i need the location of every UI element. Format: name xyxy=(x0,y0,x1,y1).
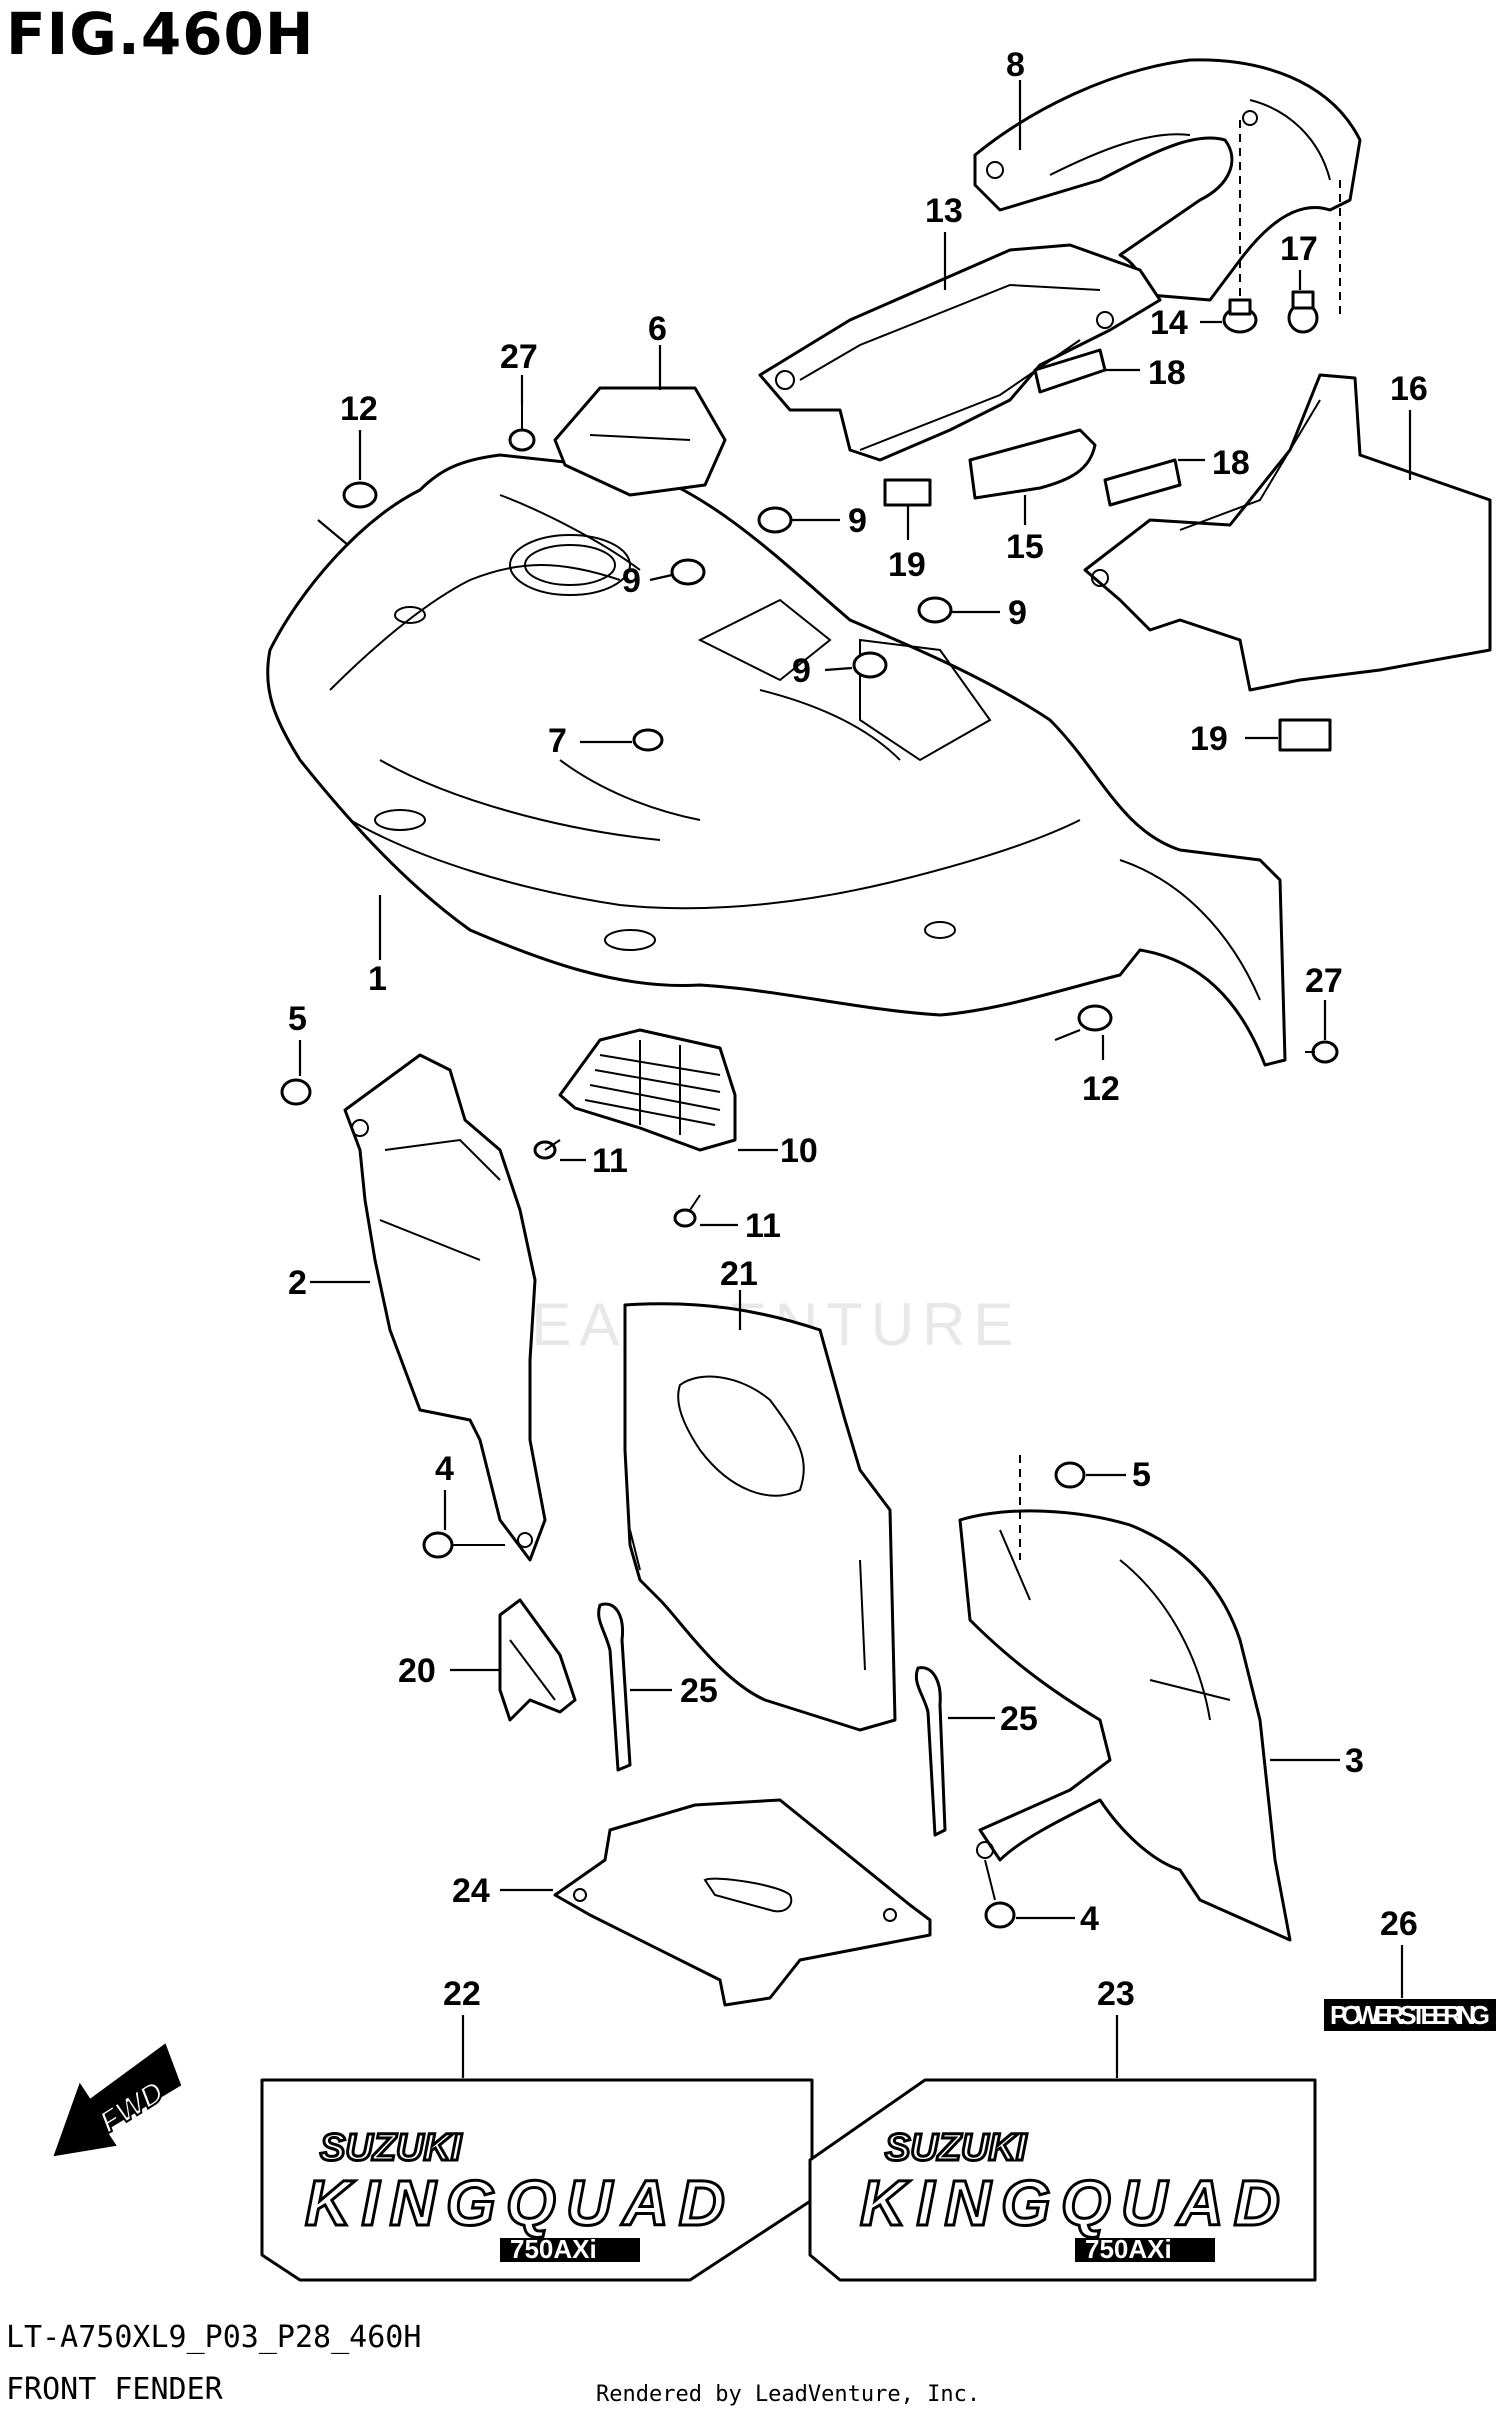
callout-2: 2 xyxy=(288,1264,307,1302)
callout-3: 3 xyxy=(1345,1742,1364,1780)
figure-title: FIG.460H xyxy=(6,0,315,68)
part-17-bolt[interactable] xyxy=(1287,290,1319,334)
part-19-block-lower[interactable] xyxy=(1278,718,1332,752)
part-25-strap-left[interactable] xyxy=(597,1602,632,1772)
callout-27b: 27 xyxy=(1305,962,1343,1000)
part-8-cover[interactable] xyxy=(973,58,1362,302)
part-19-block-upper[interactable] xyxy=(883,478,932,507)
part-11-screw-a[interactable] xyxy=(533,1139,561,1160)
callout-25b: 25 xyxy=(1000,1700,1038,1738)
badge-text: POWER STEERING xyxy=(1330,2000,1490,2030)
part-24-plate[interactable] xyxy=(553,1798,932,2007)
callout-10: 10 xyxy=(780,1132,818,1170)
part-9-clip-b[interactable] xyxy=(757,506,793,534)
decal-23-sub: 750AXi xyxy=(1085,2234,1172,2264)
decal-23-model: KINGQUAD xyxy=(860,2167,1280,2239)
callout-11b: 11 xyxy=(745,1207,781,1245)
part-5-clip-left[interactable] xyxy=(280,1078,312,1106)
callout-12a: 12 xyxy=(340,390,378,428)
callout-26: 26 xyxy=(1380,1905,1418,1943)
part-16-side-panel[interactable] xyxy=(1083,373,1492,692)
callout-9c: 9 xyxy=(1008,594,1027,632)
callout-16: 16 xyxy=(1390,370,1428,408)
callout-17: 17 xyxy=(1280,230,1318,268)
callout-22: 22 xyxy=(443,1975,481,2013)
part-14-bolt[interactable] xyxy=(1222,298,1258,334)
callout-9b: 9 xyxy=(848,502,867,540)
part-26-badge[interactable]: POWER STEERING xyxy=(1324,1999,1496,2031)
part-10-grille[interactable] xyxy=(558,1028,737,1152)
callout-9a: 9 xyxy=(622,562,641,600)
part-12-clip-lower[interactable] xyxy=(1077,1004,1113,1032)
part-18-pad-lower[interactable] xyxy=(1103,458,1182,507)
callout-13: 13 xyxy=(925,192,963,230)
part-7-grommet[interactable] xyxy=(632,728,664,752)
callout-5a: 5 xyxy=(288,1000,307,1038)
callout-1: 1 xyxy=(368,960,387,998)
decal-23-brand: SUZUKI xyxy=(885,2127,1028,2169)
callout-4a: 4 xyxy=(435,1450,454,1488)
callout-23: 23 xyxy=(1097,1975,1135,2013)
part-9-clip-c[interactable] xyxy=(917,596,953,624)
part-13-frame[interactable] xyxy=(758,243,1162,462)
part-9-clip-d[interactable] xyxy=(852,651,888,679)
callout-19b: 19 xyxy=(1190,720,1228,758)
part-23-decal-right[interactable]: SUZUKI KINGQUAD 750AXi xyxy=(808,2078,1317,2282)
part-2-inner-panel-left[interactable] xyxy=(343,1053,547,1562)
part-15-pad[interactable] xyxy=(968,428,1097,500)
part-11-screw-b[interactable] xyxy=(673,1194,701,1228)
callout-18b: 18 xyxy=(1212,444,1250,482)
part-4-screw-right[interactable] xyxy=(984,1859,1016,1929)
callout-5b: 5 xyxy=(1132,1456,1151,1494)
callout-18a: 18 xyxy=(1148,354,1186,392)
callout-24: 24 xyxy=(452,1872,490,1910)
callout-8: 8 xyxy=(1006,46,1025,84)
part-3-inner-fender-right[interactable] xyxy=(958,1509,1292,1942)
callout-4b: 4 xyxy=(1080,1900,1099,1938)
callout-15: 15 xyxy=(1006,528,1044,566)
callout-12b: 12 xyxy=(1082,1070,1120,1108)
callout-7: 7 xyxy=(548,722,567,760)
callout-25a: 25 xyxy=(680,1672,718,1710)
callout-14: 14 xyxy=(1150,304,1188,342)
fwd-arrow-icon: FWD xyxy=(53,2043,182,2157)
render-credit: Rendered by LeadVenture, Inc. xyxy=(596,2382,981,2407)
callout-19a: 19 xyxy=(888,546,926,584)
part-21-mud-guard[interactable] xyxy=(623,1302,897,1732)
callout-20: 20 xyxy=(398,1652,436,1690)
part-27-screw-lower[interactable] xyxy=(1305,1040,1339,1064)
part-9-clip-a[interactable] xyxy=(670,558,706,586)
callout-11a: 11 xyxy=(592,1142,628,1180)
part-27-screw-upper[interactable] xyxy=(508,405,536,452)
callout-21: 21 xyxy=(720,1255,758,1293)
callout-9d: 9 xyxy=(792,652,811,690)
part-25-strap-right[interactable] xyxy=(914,1666,947,1837)
callout-6: 6 xyxy=(648,310,667,348)
figure-name: FRONT FENDER xyxy=(6,2372,223,2407)
part-4-screw-left[interactable] xyxy=(422,1531,505,1559)
part-12-clip-upper[interactable] xyxy=(342,481,378,509)
part-20-bracket[interactable] xyxy=(498,1598,577,1722)
decal-22-model: KINGQUAD xyxy=(305,2167,725,2239)
figure-code: LT-A750XL9_P03_P28_460H xyxy=(6,2320,422,2355)
part-6-lid[interactable] xyxy=(553,386,727,497)
decal-22-brand: SUZUKI xyxy=(320,2127,463,2169)
callout-27a: 27 xyxy=(500,338,538,376)
part-5-clip-right[interactable] xyxy=(1054,1461,1086,1489)
part-22-decal-left[interactable]: SUZUKI KINGQUAD 750AXi xyxy=(260,2078,814,2282)
decal-22-sub: 750AXi xyxy=(510,2234,597,2264)
